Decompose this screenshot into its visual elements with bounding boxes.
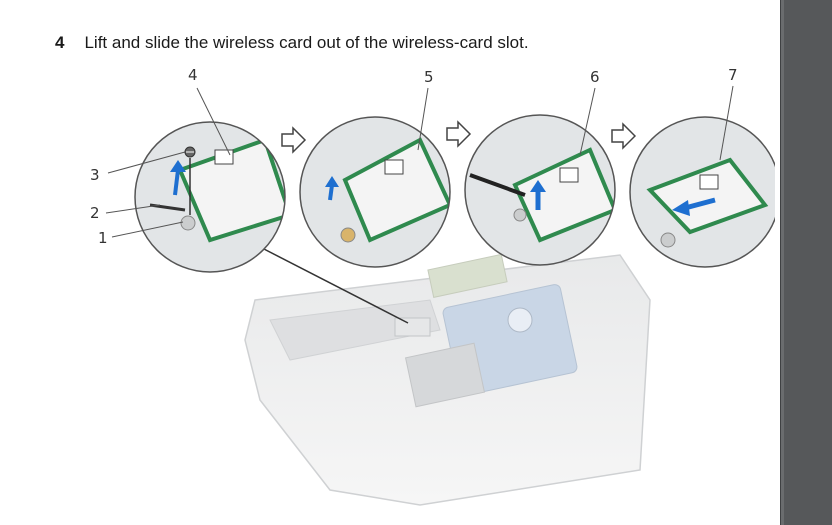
next-step-arrow-icon xyxy=(446,120,472,148)
callout-1: 1 xyxy=(98,229,108,247)
zoom-circle-4 xyxy=(629,116,775,268)
callout-5: 5 xyxy=(424,68,434,86)
callout-7: 7 xyxy=(728,66,738,84)
wireless-card-illustration: 1 2 3 4 5 6 7 xyxy=(90,66,775,506)
zoom-leader-line xyxy=(261,247,409,324)
step-number: 4 xyxy=(55,33,65,52)
screw-icon xyxy=(184,146,196,215)
callout-leaders xyxy=(105,85,734,238)
callout-4: 4 xyxy=(188,66,198,84)
zoom-circle-1 xyxy=(134,121,286,273)
sidebar-edge xyxy=(781,0,784,525)
right-sidebar-panel xyxy=(780,0,832,525)
zoom-circle-2 xyxy=(299,116,451,268)
callout-2: 2 xyxy=(90,204,100,222)
callout-6: 6 xyxy=(590,68,600,86)
callout-3: 3 xyxy=(90,166,100,184)
document-page: 4 Lift and slide the wireless card out of… xyxy=(55,33,775,506)
step-instruction: 4 Lift and slide the wireless card out of… xyxy=(55,33,529,53)
next-step-arrow-icon xyxy=(281,126,307,154)
next-step-arrow-icon xyxy=(611,122,637,150)
laptop-base xyxy=(244,253,651,506)
step-text: Lift and slide the wireless card out of … xyxy=(84,33,529,52)
zoom-circle-3 xyxy=(464,114,616,266)
